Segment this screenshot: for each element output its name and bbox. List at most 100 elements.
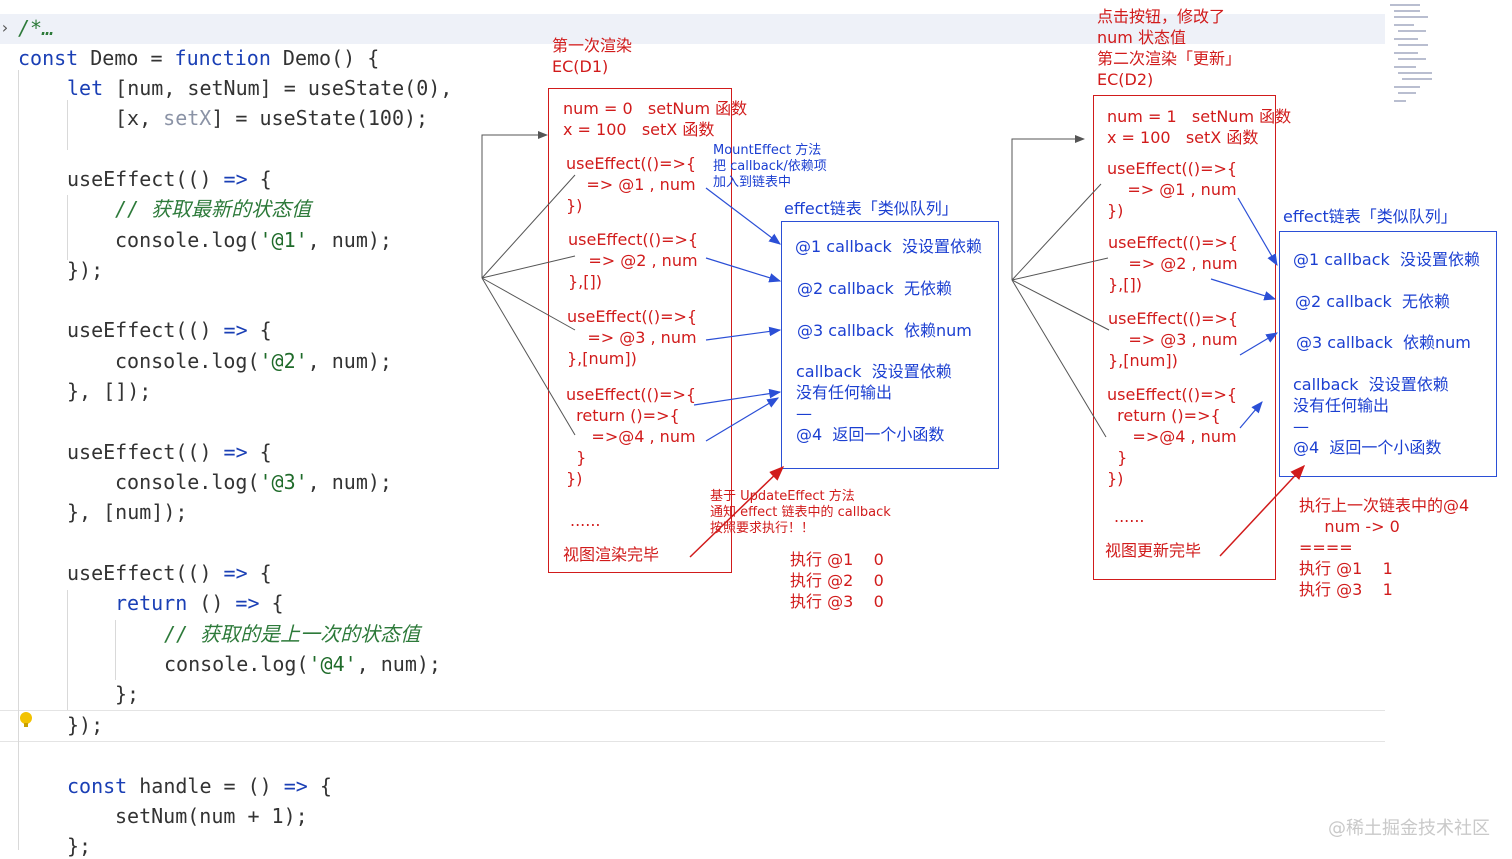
code-token: {: [259, 591, 284, 615]
render1-bracket: [481, 131, 576, 436]
code-line: });: [67, 713, 104, 737]
code-line: useEffect(() => {: [67, 167, 272, 191]
bracket-line: [1011, 279, 1107, 438]
minimap-line: [1394, 38, 1418, 40]
render1-state: num = 0 setNum 函数 x = 100 setX 函数: [563, 99, 748, 139]
minimap-line: [1394, 24, 1414, 26]
code-token: , num);: [307, 470, 392, 494]
code-token: =>: [223, 561, 248, 585]
indent-guide: [67, 100, 68, 150]
queue2-item3: @3 callback 依赖num: [1296, 333, 1471, 352]
code-line: console.log('@2', num);: [115, 349, 392, 373]
fold-toggle-icon[interactable]: ›: [0, 18, 10, 37]
code-token: '@3': [259, 470, 308, 494]
arrow-effect2: [705, 257, 782, 283]
code-token: {: [307, 774, 332, 798]
code-token: let: [67, 76, 104, 100]
code-line: [x, setX] = useState(100);: [115, 106, 428, 130]
code-comment: // 获取的是上一次的状态值: [164, 622, 421, 646]
minimap-line: [1394, 86, 1420, 88]
queue2-box: [1279, 231, 1497, 477]
render2-effect3: useEffect(()=>{ => @3 , num },[num]): [1108, 309, 1239, 370]
code-token: =>: [223, 318, 248, 342]
watermark: @稀土掘金技术社区: [1328, 818, 1490, 839]
code-comment-collapsed[interactable]: /*…: [18, 16, 55, 40]
code-token: useEffect((): [67, 440, 224, 464]
code-token: function: [174, 46, 271, 70]
render1-update-arrow: [689, 465, 785, 558]
render1-done: 视图渲染完毕: [563, 545, 660, 564]
arrow-effect1: [705, 187, 781, 245]
code-line: return () => {: [115, 591, 284, 615]
code-line: useEffect(() => {: [67, 318, 272, 342]
arrow-effect4: [1239, 401, 1263, 429]
code-token: (): [187, 591, 236, 615]
indent-guide: [67, 195, 68, 260]
code-token: const: [67, 774, 128, 798]
bracket-line: [481, 174, 576, 279]
render2-effect4: useEffect(()=>{ return ()=>{ =>@4 , num …: [1107, 385, 1238, 488]
code-token: Demo() {: [270, 46, 380, 70]
editor-minimap[interactable]: [1390, 0, 1450, 110]
indent-guide: [18, 70, 19, 850]
arrow-effect3: [705, 326, 782, 341]
render2-state: num = 1 setNum 函数 x = 100 setX 函数: [1107, 107, 1292, 147]
code-token: useEffect((): [67, 167, 224, 191]
render1-context-box: [548, 88, 732, 573]
code-line: }, [num]);: [67, 500, 188, 524]
code-token: {: [247, 318, 272, 342]
arrow-effect3: [1239, 332, 1279, 356]
code-token: '@1': [259, 228, 308, 252]
code-line: setNum(num + 1);: [115, 804, 308, 828]
minimap-line: [1394, 100, 1406, 102]
bracket-line: [481, 277, 576, 331]
queue2-item4: callback 没设置依赖 没有任何输出 — @4 返回一个小函数: [1293, 375, 1449, 457]
bracket-line: [481, 134, 547, 278]
render1-ellipsis: ......: [570, 511, 601, 530]
code-token: '@2': [259, 349, 308, 373]
code-line: let [num, setNum] = useState(0),: [67, 76, 452, 100]
code-token: console.log(: [115, 228, 260, 252]
code-token: , num);: [307, 228, 392, 252]
bracket-line: [481, 255, 576, 279]
code-line: }, []);: [67, 379, 152, 403]
arrow-effect1: [1237, 197, 1278, 267]
queue1-item3: @3 callback 依赖num: [797, 321, 972, 340]
queue1-item4: callback 没设置依赖 没有任何输出 — @4 返回一个小函数: [796, 362, 952, 444]
bracket-line: [481, 277, 576, 436]
code-line: };: [115, 682, 140, 706]
exec2-results: 执行上一次链表中的@4 num -> 0 ==== 执行 @1 1 执行 @3 …: [1299, 496, 1470, 599]
render2-ellipsis: ......: [1114, 507, 1145, 526]
code-token: , num);: [356, 652, 441, 676]
render2-done: 视图更新完毕: [1105, 541, 1202, 560]
code-token: return: [115, 591, 188, 615]
render2-header: 点击按钮，修改了 num 状态值 第二次渲染「更新」 EC(D2): [1097, 7, 1242, 89]
code-token: {: [247, 561, 272, 585]
render1-effect1: useEffect(()=>{ => @1 , num }): [566, 154, 697, 215]
code-token: console.log(: [115, 349, 260, 373]
lightbulb-icon[interactable]: [20, 712, 32, 727]
current-line-highlight: [0, 14, 1385, 44]
minimap-line: [1398, 72, 1432, 74]
code-line: const handle = () => {: [67, 774, 332, 798]
bracket-line: [1011, 183, 1102, 281]
minimap-line: [1398, 92, 1416, 94]
render1-title: 第一次渲染 EC(D1): [552, 36, 633, 76]
bracket-line: [1011, 138, 1084, 280]
queue2-title: effect链表「类似队列」: [1283, 207, 1457, 226]
queue1-item1: @1 callback 没设置依赖: [795, 237, 982, 256]
queue2-item2: @2 callback 无依赖: [1295, 292, 1450, 311]
code-line: });: [67, 258, 104, 282]
code-token: setX: [163, 106, 212, 130]
render2-effect2: useEffect(()=>{ => @2 , num },[]): [1108, 233, 1239, 294]
render2-arrows: [1210, 197, 1279, 429]
code-token: handle = (): [127, 774, 284, 798]
code-line: };: [67, 834, 92, 858]
indent-guide: [67, 590, 68, 710]
queue1-box: [781, 221, 999, 469]
queue1-title: effect链表「类似队列」: [784, 199, 958, 218]
code-line: console.log('@3', num);: [115, 470, 392, 494]
render2-effect1: useEffect(()=>{ => @1 , num }): [1107, 159, 1238, 220]
arrow-effect4a: [693, 388, 782, 406]
